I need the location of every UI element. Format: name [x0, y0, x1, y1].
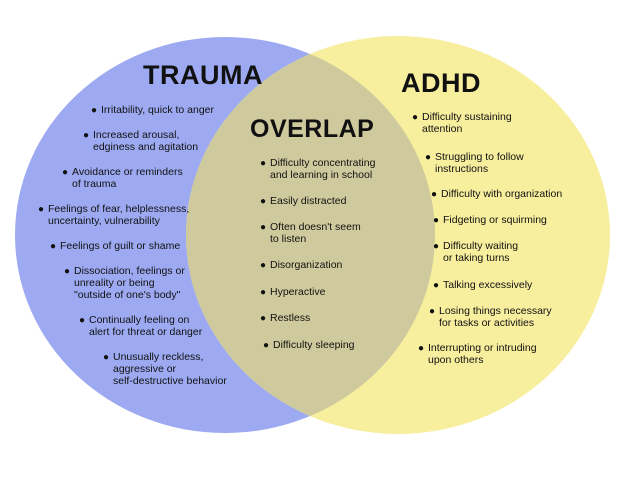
- trauma-item: ●Feelings of fear, helplessness,uncertai…: [38, 203, 189, 227]
- bullet-icon: ●: [433, 241, 440, 252]
- bullet-icon: ●: [103, 352, 110, 363]
- overlap-region: [186, 37, 435, 433]
- bullet-icon: ●: [412, 112, 419, 123]
- trauma-item: ●Irritability, quick to anger: [91, 104, 214, 117]
- bullet-icon: ●: [38, 204, 45, 215]
- bullet-icon: ●: [64, 266, 71, 277]
- bullet-icon: ●: [418, 343, 425, 354]
- overlap-item: ●Restless: [260, 312, 310, 325]
- overlap-item-text: Hyperactive: [270, 286, 326, 298]
- bullet-icon: ●: [429, 306, 436, 317]
- bullet-icon: ●: [425, 152, 432, 163]
- trauma-item: ●Feelings of guilt or shame: [50, 240, 180, 253]
- adhd-item: ●Talking excessively: [433, 279, 532, 292]
- adhd-item: ●Difficulty with organization: [431, 188, 562, 201]
- overlap-item: ●Hyperactive: [260, 286, 325, 299]
- bullet-icon: ●: [260, 222, 267, 233]
- bullet-icon: ●: [431, 189, 438, 200]
- bullet-icon: ●: [260, 313, 267, 324]
- bullet-icon: ●: [79, 315, 86, 326]
- adhd-item-text: Talking excessively: [443, 279, 533, 291]
- overlap-item-text: Disorganization: [270, 259, 343, 271]
- adhd-item-text: Difficulty with organization: [441, 188, 563, 200]
- adhd-item-text: Fidgeting or squirming: [443, 214, 547, 226]
- trauma-item: ●Increased arousal,edginess and agitatio…: [83, 129, 198, 153]
- bullet-icon: ●: [62, 167, 69, 178]
- overlap-item-text: Easily distracted: [270, 195, 347, 207]
- bullet-icon: ●: [263, 340, 270, 351]
- overlap-item: ●Easily distracted: [260, 195, 346, 208]
- bullet-icon: ●: [260, 196, 267, 207]
- trauma-item-text: Feelings of fear, helplessness,uncertain…: [48, 203, 190, 227]
- bullet-icon: ●: [260, 158, 267, 169]
- trauma-item-text: Feelings of guilt or shame: [60, 240, 181, 252]
- adhd-item: ●Fidgeting or squirming: [433, 214, 547, 227]
- overlap-item-text: Restless: [270, 312, 311, 324]
- bullet-icon: ●: [50, 241, 57, 252]
- overlap-item: ●Difficulty sleeping: [263, 339, 355, 352]
- overlap-title: OVERLAP: [250, 115, 375, 143]
- trauma-item-text: Irritability, quick to anger: [101, 104, 215, 116]
- overlap-item-text: Difficulty sleeping: [273, 339, 355, 351]
- bullet-icon: ●: [91, 105, 98, 116]
- bullet-icon: ●: [83, 130, 90, 141]
- bullet-icon: ●: [260, 260, 267, 271]
- overlap-item: ●Disorganization: [260, 259, 342, 272]
- bullet-icon: ●: [433, 280, 440, 291]
- trauma-item-text: Increased arousal,edginess and agitation: [93, 129, 199, 153]
- bullet-icon: ●: [260, 287, 267, 298]
- trauma-title: TRAUMA: [143, 60, 263, 90]
- bullet-icon: ●: [433, 215, 440, 226]
- adhd-title: ADHD: [401, 68, 481, 98]
